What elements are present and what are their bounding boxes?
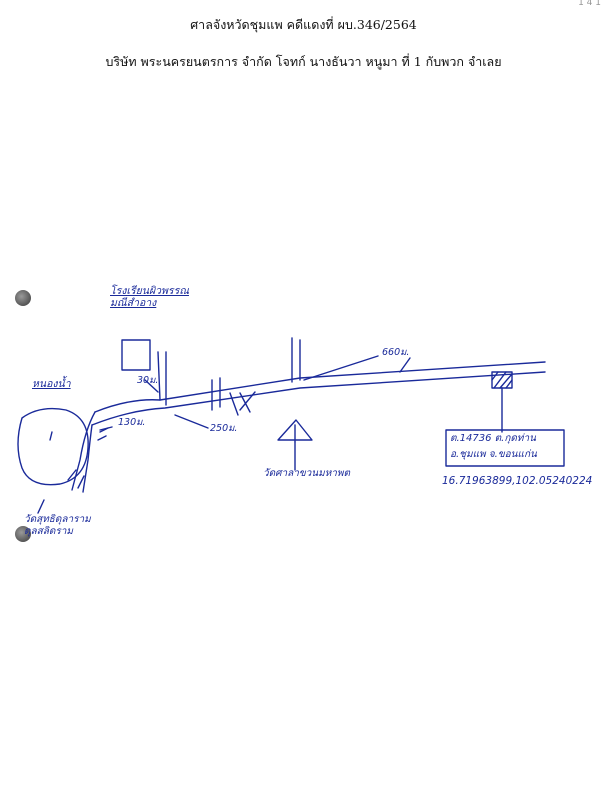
punch-hole-top — [15, 290, 31, 306]
distance-30m: 30ม. — [137, 375, 159, 386]
parties-line: บริษัท พระนครยนตรการ จำกัด โจทก์ นางธันว… — [105, 54, 502, 69]
court-case-line: ศาลจังหวัดชุมแพ คดีแดงที่ ผบ.346/2564 — [190, 17, 417, 32]
road-tick — [97, 435, 107, 441]
pond-label: หนองน้ำ — [32, 378, 71, 390]
side-road-south — [67, 411, 96, 493]
temple-marker — [277, 419, 313, 471]
page-number-mark: 1 4 1 — [578, 0, 601, 8]
school-building — [121, 339, 151, 371]
temple-bottom-label: วัดสุทธิดุลาราม ดุลสลิดราม — [24, 514, 91, 537]
parcel-marker — [491, 371, 513, 433]
branch-road-school — [157, 351, 167, 406]
temple-top-label: วัดศาลาขวนมหาพต — [263, 468, 350, 479]
parcel-line2: อ.ชุมแพ จ.ขอนแก่น — [450, 449, 537, 460]
distance-250m: 250ม. — [210, 423, 238, 434]
punch-hole-bottom — [15, 526, 31, 542]
school-label: โรงเรียนผิวพรรณมณีสำอาง — [110, 285, 189, 310]
temple-bottom-pointer — [37, 499, 45, 514]
pond-outline — [17, 407, 89, 486]
pond-pointer — [49, 431, 53, 441]
distance-130m: 130ม. — [118, 417, 146, 428]
parcel-line1: ต.14736 ต.กุดท่าน — [450, 433, 536, 444]
parcel-info-box — [445, 429, 565, 467]
gps-coordinates: 16.71963899,102.05240224 — [442, 475, 593, 487]
crossing-roads — [211, 337, 301, 416]
distance-660m: 660ม. — [382, 347, 410, 358]
distance-arrows — [99, 355, 411, 431]
